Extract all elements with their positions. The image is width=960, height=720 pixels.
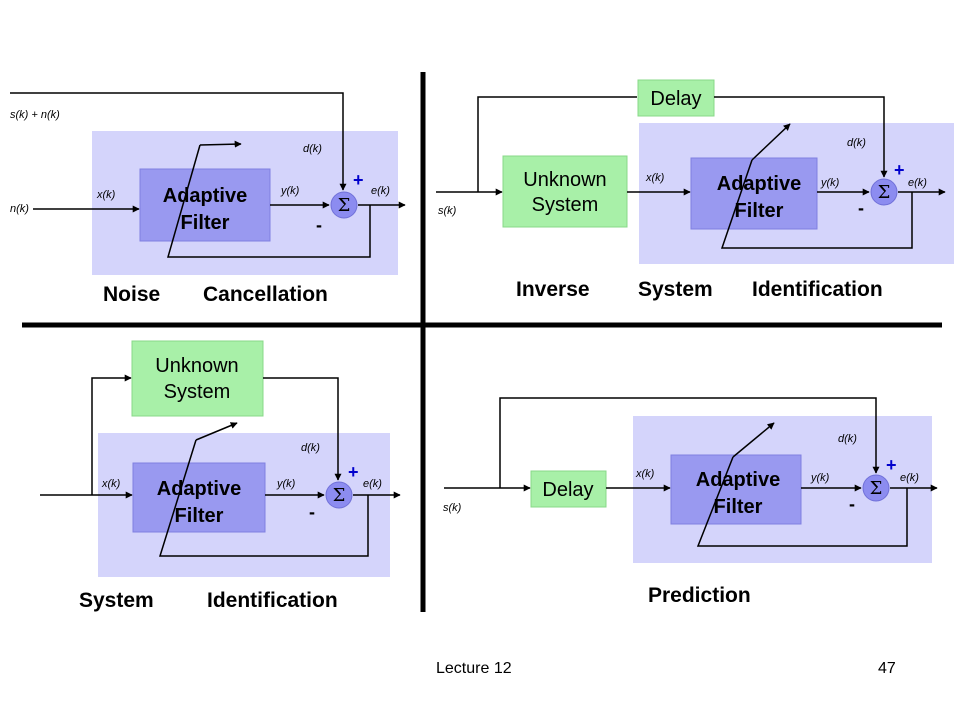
signal-label-x: x(k)	[645, 172, 665, 184]
plus-sign: +	[886, 455, 897, 475]
system-identification-panel: Unknown System Adaptive Filter Σ x(k) y(…	[40, 340, 401, 612]
footer-lecture-label: Lecture 12	[436, 660, 512, 677]
unknown-system-input-path	[91, 374, 132, 495]
signal-label-n: n(k)	[10, 203, 29, 215]
adaptation-arrow	[751, 123, 791, 161]
caption-system: System	[638, 278, 713, 301]
box-label-filter: Filter	[714, 496, 763, 518]
prediction-panel: Delay Adaptive Filter Σ s(k) x(k) y(k) d…	[443, 397, 938, 607]
adaptive-filter-box	[690, 157, 818, 230]
desired-signal-path	[499, 397, 880, 488]
unknown-system-label-line1: Unknown	[523, 169, 606, 191]
box-label-adaptive: Adaptive	[157, 478, 241, 500]
sum-node	[870, 178, 898, 206]
minus-sign: -	[309, 502, 315, 522]
signal-label-x: x(k)	[101, 478, 121, 490]
adaptive-filter-box	[132, 462, 266, 533]
minus-sign: -	[849, 494, 855, 514]
signal-label-y: y(k)	[276, 478, 296, 490]
plus-sign: +	[348, 462, 359, 482]
sum-node	[325, 481, 353, 509]
desired-signal-path	[10, 92, 347, 191]
noise-cancellation-panel: Adaptive Filter Σ s(k) + n(k) n(k) x(k) …	[10, 92, 406, 306]
signal-label-y: y(k)	[810, 472, 830, 484]
caption-prediction: Prediction	[648, 584, 751, 607]
adaptation-arrow	[195, 422, 238, 441]
signal-label-e: e(k)	[900, 472, 919, 484]
sigma-symbol: Σ	[338, 195, 351, 216]
signal-label-y: y(k)	[820, 177, 840, 189]
signal-label-d: d(k)	[847, 137, 866, 149]
signal-label-x: x(k)	[96, 189, 116, 201]
inverse-system-identification-panel: Delay Unknown System Adaptive Filter Σ s…	[436, 79, 954, 301]
adaptive-filter-diagram: Adaptive Filter Σ s(k) + n(k) n(k) x(k) …	[10, 72, 954, 612]
feedback-path	[158, 439, 369, 557]
signal-label-d: d(k)	[838, 433, 857, 445]
unknown-system-box	[502, 155, 628, 228]
unknown-system-box	[131, 340, 264, 417]
delay-box	[637, 79, 715, 117]
signal-label-e: e(k)	[908, 177, 927, 189]
delay-box	[530, 470, 607, 508]
signal-label-s: s(k)	[443, 502, 462, 514]
signal-label-y: y(k)	[280, 185, 300, 197]
adaptive-filter-box	[139, 168, 271, 242]
signal-label-d: d(k)	[301, 442, 320, 454]
box-label-filter: Filter	[175, 505, 224, 527]
caption-noise: Noise	[103, 283, 160, 306]
plus-sign: +	[894, 160, 905, 180]
signal-label-e: e(k)	[371, 185, 390, 197]
unknown-system-label-line2: System	[532, 194, 599, 216]
box-label-adaptive: Adaptive	[163, 185, 247, 207]
adaptation-arrow	[732, 422, 775, 458]
caption-cancellation: Cancellation	[203, 283, 328, 306]
sigma-symbol: Σ	[333, 485, 346, 506]
sum-node	[862, 474, 890, 502]
caption-identification: Identification	[752, 278, 883, 301]
footer-page-number: 47	[878, 660, 896, 677]
signal-label-x: x(k)	[635, 468, 655, 480]
desired-signal-path	[714, 96, 888, 178]
signal-label-d: d(k)	[303, 143, 322, 155]
signal-label-s-plus-n: s(k) + n(k)	[10, 109, 60, 121]
box-label-adaptive: Adaptive	[717, 173, 801, 195]
delay-path	[477, 96, 637, 192]
sum-node	[330, 191, 358, 219]
desired-signal-path	[263, 377, 342, 481]
plus-sign: +	[353, 170, 364, 190]
minus-sign: -	[316, 215, 322, 235]
unknown-system-label-line2: System	[164, 381, 231, 403]
box-label-filter: Filter	[735, 200, 784, 222]
sigma-symbol: Σ	[878, 182, 891, 203]
delay-label: Delay	[542, 479, 593, 501]
adaptive-filter-box	[670, 454, 802, 525]
signal-label-e: e(k)	[363, 478, 382, 490]
feedback-path	[167, 144, 371, 258]
caption-identification: Identification	[207, 589, 338, 612]
signal-label-s: s(k)	[438, 205, 457, 217]
caption-inverse: Inverse	[516, 278, 590, 301]
delay-label: Delay	[650, 88, 701, 110]
minus-sign: -	[858, 198, 864, 218]
feedback-path	[720, 159, 913, 249]
caption-system: System	[79, 589, 154, 612]
box-label-filter: Filter	[181, 212, 230, 234]
feedback-path	[696, 456, 908, 547]
box-label-adaptive: Adaptive	[696, 469, 780, 491]
adaptation-arrow	[199, 140, 242, 148]
sigma-symbol: Σ	[870, 478, 883, 499]
unknown-system-label-line1: Unknown	[155, 355, 238, 377]
